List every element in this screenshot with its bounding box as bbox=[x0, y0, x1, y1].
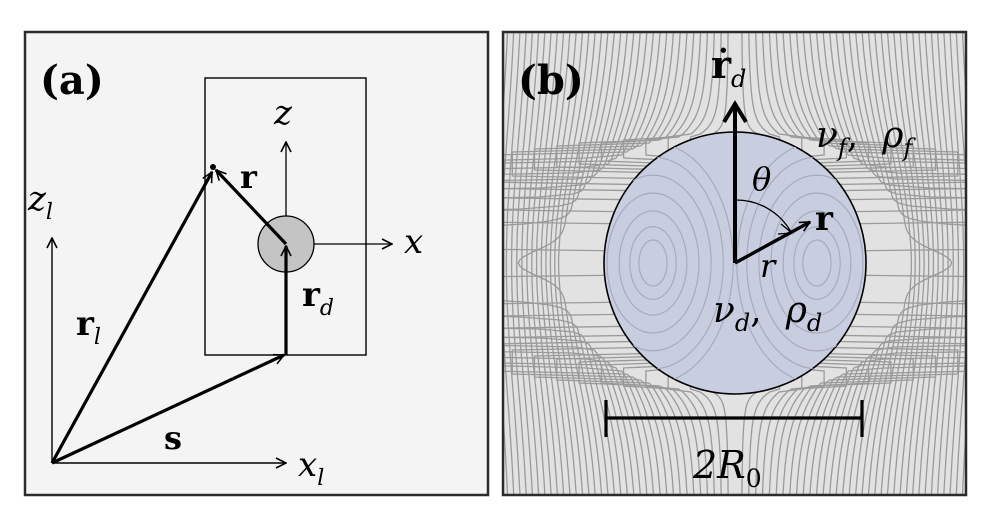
outer-streamline bbox=[949, 32, 965, 495]
outer-streamline bbox=[535, 32, 559, 495]
outer-streamline bbox=[924, 32, 944, 495]
panel-b-frame bbox=[501, 30, 968, 497]
inner-streamline bbox=[782, 210, 852, 316]
inner-streamline bbox=[604, 141, 734, 385]
outer-streamline bbox=[516, 32, 534, 495]
outer-streamline bbox=[503, 32, 609, 495]
inner-streamline bbox=[604, 156, 724, 370]
outer-streamline bbox=[968, 20, 980, 509]
rd-dot-arrowhead bbox=[722, 100, 748, 124]
outer-streamline bbox=[899, 32, 925, 495]
s-label: s bbox=[164, 419, 182, 457]
outer-streamline bbox=[854, 32, 966, 495]
outer-streamline bbox=[943, 32, 960, 495]
r-radial-vector bbox=[734, 220, 810, 265]
outer-streamline bbox=[526, 32, 546, 495]
outer-fluid-props: νf,ρf bbox=[816, 115, 916, 162]
outer-streamline bbox=[911, 32, 935, 495]
x-label: x bbox=[404, 222, 423, 262]
inner-streamline bbox=[618, 210, 688, 316]
inner-streamline bbox=[770, 192, 864, 334]
panel-b: (b) ṙd r r θ νf,ρf νd,ρd 2R0 bbox=[490, 20, 980, 509]
outer-streamline bbox=[893, 32, 921, 495]
outer-streamline bbox=[540, 32, 565, 495]
outer-streamline bbox=[521, 32, 540, 495]
outer-streamline bbox=[918, 32, 939, 495]
panel-b-tag: (b) bbox=[518, 57, 584, 104]
rl-vector bbox=[50, 172, 214, 464]
inner-streamline bbox=[793, 225, 841, 301]
outer-streamline bbox=[861, 32, 966, 495]
panel-a-frame bbox=[23, 30, 490, 497]
r-bold-label: r bbox=[815, 199, 834, 239]
theta-label: θ bbox=[752, 160, 771, 198]
inner-streamline bbox=[638, 239, 668, 287]
panel-a-tag: (a) bbox=[40, 57, 104, 104]
outer-streamline bbox=[955, 32, 966, 495]
rd-label: rd bbox=[302, 275, 334, 321]
outer-streamline bbox=[848, 32, 966, 495]
outer-streamline bbox=[545, 32, 571, 495]
r-vector bbox=[216, 170, 288, 246]
theta-arc-head bbox=[777, 223, 794, 235]
r-label: r bbox=[240, 158, 258, 196]
point-dot bbox=[210, 164, 216, 170]
theta-arc bbox=[734, 199, 792, 233]
inner-streamline bbox=[629, 225, 677, 301]
outer-streamline bbox=[503, 32, 603, 495]
xl-label: xl bbox=[298, 445, 324, 491]
panel-a: (a) zl xl z x rl rd r s bbox=[23, 30, 490, 497]
outer-streamline bbox=[905, 32, 930, 495]
rd-dot-label: ṙd bbox=[711, 42, 746, 93]
outer-streamline bbox=[557, 32, 590, 495]
diameter-label: 2R0 bbox=[692, 443, 762, 493]
inner-streamline bbox=[606, 192, 700, 334]
outer-streamline bbox=[517, 32, 596, 495]
outer-streamline bbox=[886, 32, 916, 495]
outer-streamline bbox=[554, 32, 584, 495]
z-label: z bbox=[273, 93, 293, 133]
rl-label: rl bbox=[76, 304, 101, 350]
outer-streamline bbox=[505, 32, 521, 495]
s-vector bbox=[51, 353, 284, 465]
outer-streamline bbox=[549, 32, 577, 495]
outer-streamline bbox=[936, 32, 954, 495]
r-ital-label: r bbox=[760, 247, 777, 285]
outer-streamline bbox=[490, 20, 502, 509]
zl-label: zl bbox=[27, 179, 53, 225]
inner-streamline bbox=[604, 174, 712, 352]
outer-streamline bbox=[531, 32, 552, 495]
outer-streamline bbox=[874, 32, 953, 495]
inner-fluid-props: νd,ρd bbox=[713, 290, 822, 337]
outer-streamline bbox=[930, 32, 949, 495]
outer-streamline bbox=[503, 32, 515, 495]
outer-streamline bbox=[503, 32, 622, 495]
inner-streamline bbox=[802, 239, 832, 287]
outer-streamline bbox=[510, 32, 527, 495]
outer-streamline bbox=[880, 32, 913, 495]
outer-streamline bbox=[867, 32, 966, 495]
